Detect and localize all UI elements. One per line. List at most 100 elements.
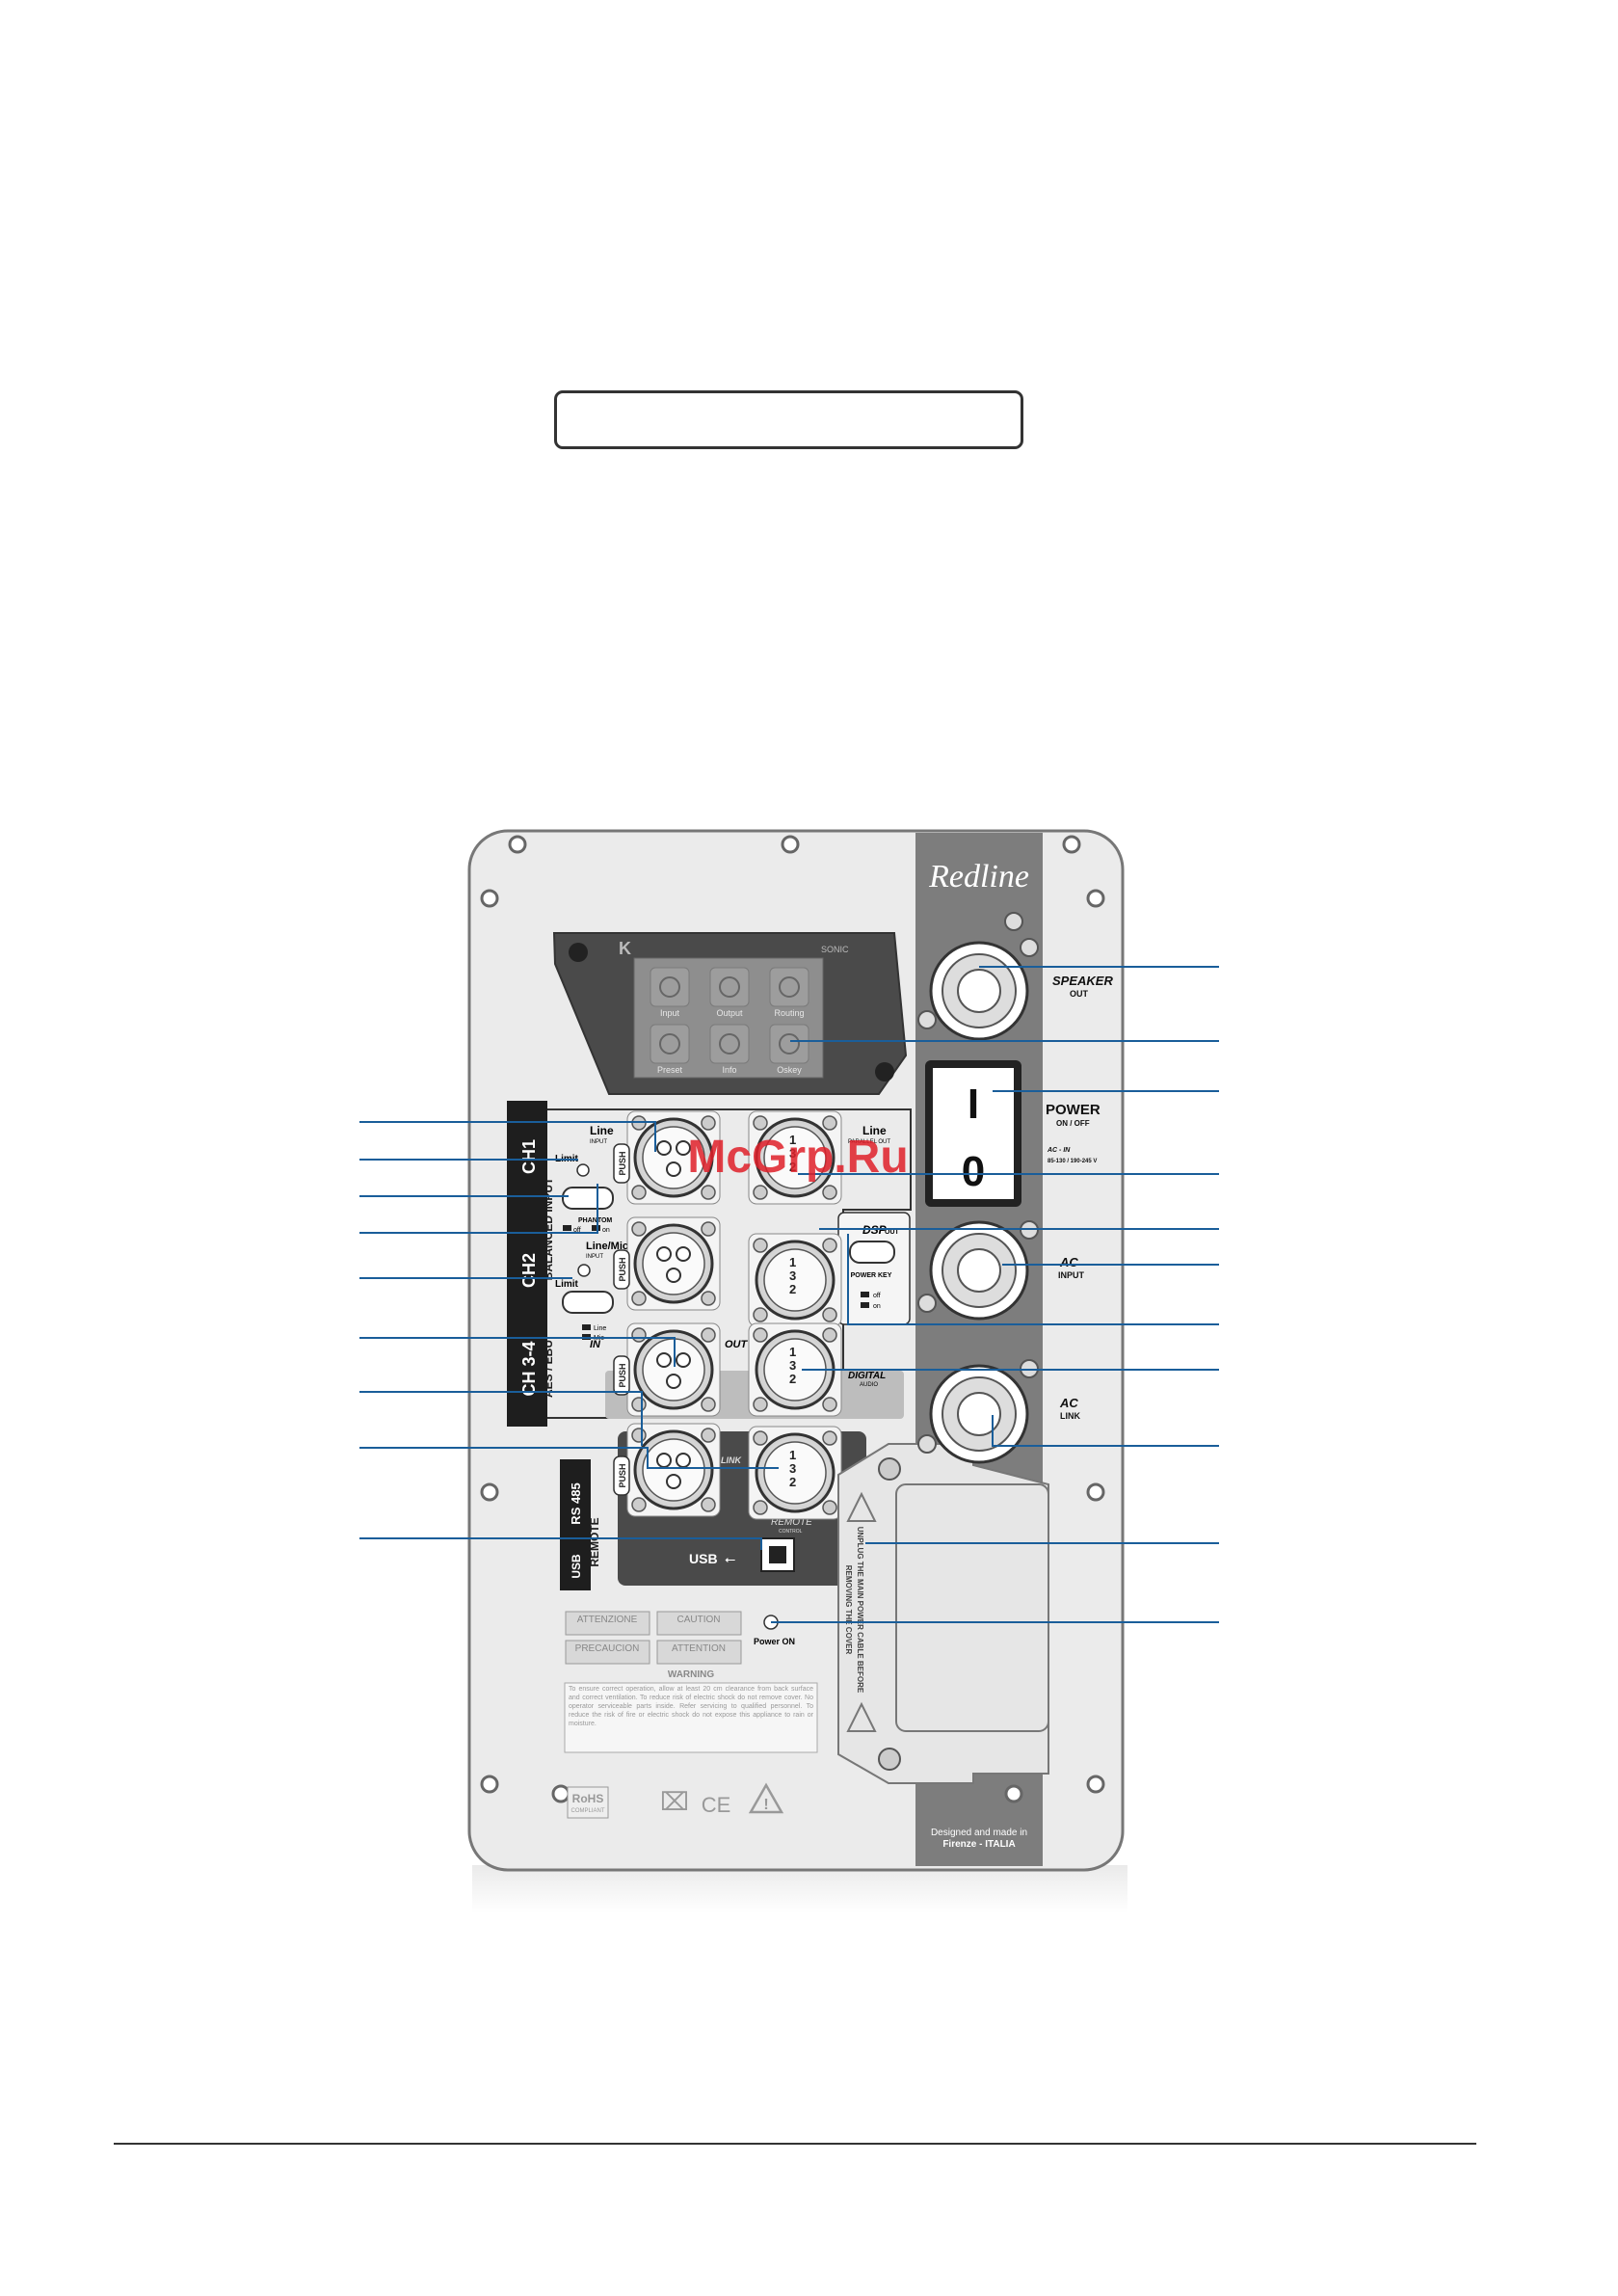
- ac-input-connector[interactable]: [929, 1220, 1029, 1321]
- warning-boxes: ATTENZIONE CAUTION PRECAUCION ATTENTION: [565, 1611, 742, 1665]
- pin-number: 1: [789, 1255, 796, 1269]
- warning-title: WARNING: [668, 1669, 715, 1680]
- watermark: McGrp.Ru: [687, 1132, 908, 1183]
- line-mic-button[interactable]: [562, 1291, 614, 1314]
- remote-control-label: REMOTE: [771, 1517, 812, 1528]
- connector-screw: [631, 1428, 647, 1443]
- callout-line-right: [847, 1234, 1219, 1325]
- push-latch[interactable]: [613, 1249, 630, 1290]
- pin-number: 3: [789, 1146, 796, 1161]
- brand-logo: Redline: [928, 859, 1029, 894]
- out-label: OUT: [725, 1339, 749, 1350]
- line-label: Line: [590, 1124, 614, 1137]
- line-input-small: INPUT: [590, 1139, 607, 1145]
- connector-screw: [631, 1497, 647, 1512]
- pin-number: 3: [789, 1358, 796, 1373]
- equalizer-icon[interactable]: Preset: [650, 1024, 690, 1075]
- connector-screw: [822, 1185, 837, 1200]
- pin-number: 1: [789, 1133, 796, 1147]
- display-screw: [875, 1062, 894, 1081]
- connector-screw: [631, 1185, 647, 1200]
- info-icon[interactable]: Info: [709, 1024, 750, 1075]
- display-icon-label: Routing: [774, 1008, 804, 1018]
- connector-screw: [701, 1497, 716, 1512]
- line-small: Line: [594, 1325, 606, 1332]
- warning-text-box: [564, 1682, 818, 1753]
- rohs-label: RoHS: [572, 1792, 604, 1805]
- in-label: IN: [590, 1339, 601, 1350]
- power-key-icon[interactable]: Oskey: [769, 1024, 809, 1075]
- speaker-label: SPEAKER: [1052, 974, 1113, 988]
- xlr-female-connector[interactable]: PUSH: [613, 1322, 721, 1417]
- parallel-out-label: PARALLEL OUT: [848, 1139, 890, 1145]
- callout-line-left: [359, 1184, 598, 1234]
- audio-label: AUDIO: [860, 1382, 878, 1388]
- power-key-off-mark: [861, 1292, 869, 1297]
- speaker-out-connector[interactable]: [929, 941, 1029, 1041]
- phantom-off: off: [573, 1227, 581, 1234]
- connector-screw: [753, 1185, 768, 1200]
- cover-triangle-bottom: [846, 1701, 877, 1732]
- digital-label: DIGITAL: [848, 1371, 886, 1381]
- connector-screw: [753, 1115, 768, 1131]
- line-mic-label: Line/Mic: [586, 1241, 628, 1252]
- control-small: CONTROL: [779, 1529, 803, 1535]
- connector-screw: [701, 1115, 716, 1131]
- xlr-male-connector[interactable]: 132: [748, 1233, 842, 1327]
- pin-number: 2: [789, 1282, 796, 1296]
- phantom-label: PHANTOM: [578, 1217, 612, 1224]
- usb-side-label: USB: [570, 1554, 583, 1579]
- rs485-usb-strip: [560, 1459, 591, 1590]
- connector-screw: [753, 1397, 768, 1412]
- power-key-on: on: [873, 1303, 881, 1310]
- connector-screw: [631, 1397, 647, 1412]
- push-latch[interactable]: [613, 1355, 630, 1396]
- power-switch[interactable]: [925, 1060, 1021, 1207]
- slider-icon[interactable]: Input: [650, 967, 690, 1018]
- push-latch[interactable]: [613, 1455, 630, 1496]
- line-out-label: Line: [862, 1124, 887, 1137]
- push-latch[interactable]: [613, 1143, 630, 1184]
- connector-screw: [822, 1327, 837, 1343]
- xlr-male-connector[interactable]: 132: [748, 1322, 842, 1417]
- push-label: PUSH: [618, 1257, 627, 1281]
- callout-line-left: [359, 1391, 643, 1446]
- pin-number: 1: [789, 1345, 796, 1359]
- xlr-female-connector[interactable]: PUSH: [613, 1423, 721, 1517]
- pin-number: 2: [789, 1160, 796, 1174]
- connector-screw: [753, 1307, 768, 1322]
- cover-triangle-top: [846, 1491, 877, 1522]
- ch1-label: CH1: [519, 1139, 539, 1174]
- power-on-label: Power ON: [754, 1637, 795, 1646]
- xlr-male-connector[interactable]: 132: [748, 1110, 842, 1205]
- phantom-button-1[interactable]: [562, 1187, 614, 1210]
- callout-line-left: [359, 1337, 676, 1367]
- xlr-male-connector[interactable]: 132: [748, 1426, 842, 1520]
- speaker-out-label: OUT: [1070, 989, 1089, 999]
- dsp-out-button[interactable]: [849, 1241, 895, 1264]
- usb-icon: ⭠: [725, 1551, 735, 1566]
- unplug-line-1: UNPLUG THE MAIN POWER CABLE BEFORE: [856, 1527, 864, 1694]
- power-label: POWER: [1046, 1102, 1101, 1118]
- pin-number: 2: [789, 1372, 796, 1386]
- attention-label: ATTENTION: [672, 1643, 726, 1654]
- usb-label: USB: [689, 1551, 718, 1566]
- balanced-input-label: BALANCED INPUT: [542, 1177, 555, 1280]
- firenze-label: Firenze - ITALIA: [942, 1839, 1015, 1850]
- callout-line-left: [359, 1447, 779, 1469]
- connector-screw: [631, 1327, 647, 1343]
- pin-number: 1: [789, 1448, 796, 1462]
- routing-y-icon[interactable]: Routing: [769, 967, 809, 1018]
- xlr-female-connector[interactable]: PUSH: [613, 1216, 721, 1311]
- connector-screw: [701, 1397, 716, 1412]
- ac-link-connector[interactable]: [929, 1364, 1029, 1464]
- phantom-on: on: [602, 1227, 610, 1234]
- connector-screw: [822, 1430, 837, 1446]
- reflection: [472, 1865, 1127, 1913]
- speaker-cone-icon[interactable]: Output: [709, 967, 750, 1018]
- channel-label-strip: [507, 1101, 547, 1427]
- callout-line-right: [992, 1415, 1219, 1447]
- connector-screw: [631, 1291, 647, 1306]
- power-key-on-mark: [861, 1302, 869, 1308]
